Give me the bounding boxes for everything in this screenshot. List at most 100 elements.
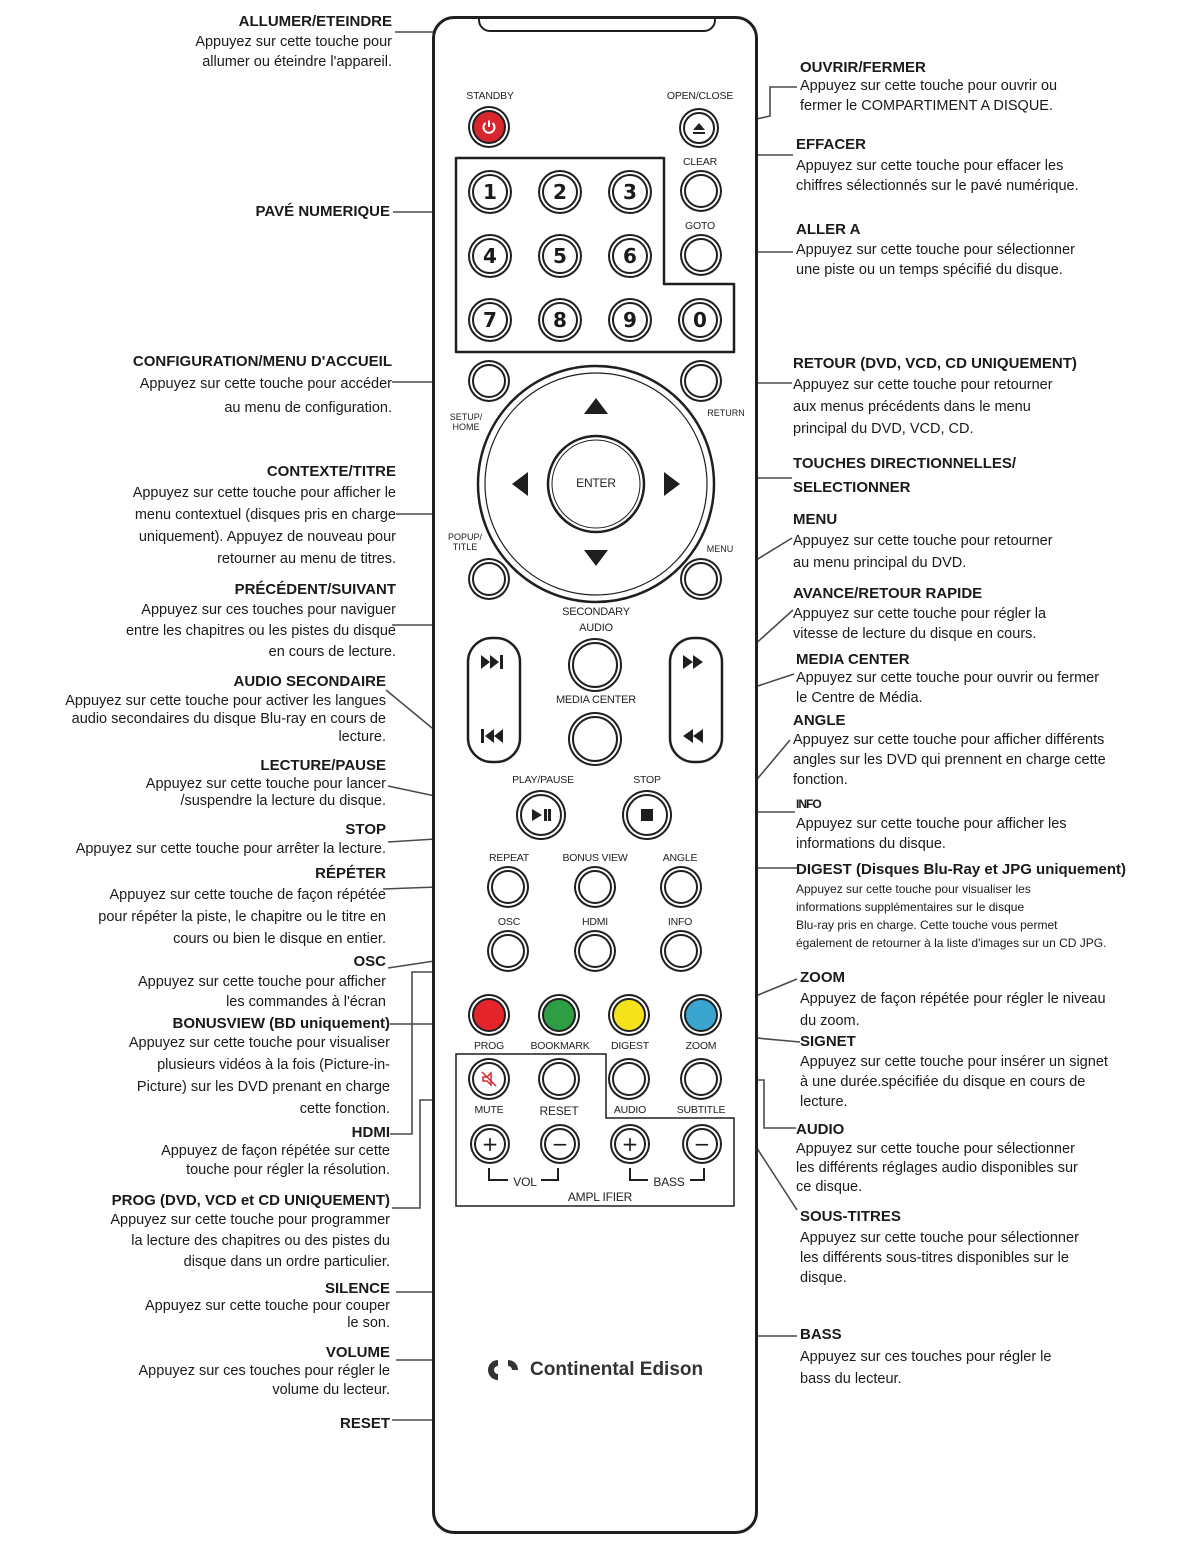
digit-2-button[interactable]: 2 [542, 174, 578, 210]
digest-label: DIGEST [611, 1040, 649, 1052]
annotation-clear: EFFACER Appuyez sur cette touche pour ef… [796, 134, 1166, 196]
annotation-play-pause: LECTURE/PAUSE Appuyez sur cette touche p… [80, 756, 386, 810]
annotation-prev-next: PRÉCÉDENT/SUIVANT Appuyez sur ces touche… [60, 580, 396, 663]
annotation-desc: Appuyez sur cette touche pour ouvrir ou … [800, 78, 1058, 114]
annotation-title: RESET [339, 1415, 390, 1432]
digit-7-button[interactable]: 7 [472, 302, 508, 338]
angle-button[interactable] [664, 870, 698, 904]
digit-9-button[interactable]: 9 [612, 302, 648, 338]
annotation-title: MENU [793, 511, 838, 528]
bass-label: BASS [653, 1175, 685, 1189]
annotation-open-close: OUVRIR/FERMER Appuyez sur cette touche p… [800, 60, 1150, 116]
digit-4-button[interactable]: 4 [472, 238, 508, 274]
play-pause-icon [532, 809, 551, 821]
mute-label: MUTE [474, 1104, 504, 1116]
annotation-title: RÉPÉTER [315, 865, 386, 882]
audio-button[interactable] [612, 1062, 646, 1096]
annotation-return: RETOUR (DVD, VCD, CD UNIQUEMENT) Appuyez… [793, 354, 1167, 440]
annotation-title: TOUCHES DIRECTIONNELLES/ SELECTIONNER [793, 455, 1017, 496]
bonus-view-button[interactable] [578, 870, 612, 904]
amplifier-label: AMPL IFIER [567, 1190, 633, 1204]
annotation-title: CONFIGURATION/MENU D'ACCUEIL [132, 353, 392, 370]
rewind-button[interactable] [670, 700, 722, 762]
play-pause-button[interactable] [520, 794, 562, 836]
info-label: INFO [667, 916, 693, 928]
goto-button[interactable] [684, 238, 718, 272]
fast-forward-button[interactable] [670, 638, 722, 700]
annotation-desc: Appuyez sur cette touche de façon répété… [98, 887, 386, 947]
mute-button[interactable] [472, 1062, 506, 1096]
volume-up-button[interactable]: + [474, 1128, 506, 1160]
subtitle-button[interactable] [684, 1062, 718, 1096]
annotation-reset: RESET [200, 1414, 390, 1434]
zoom-blue-button[interactable] [684, 998, 718, 1032]
annotation-desc: Appuyez sur cette touche pour afficher l… [132, 485, 396, 567]
annotation-prog: PROG (DVD, VCD et CD UNIQUEMENT) Appuyez… [40, 1192, 390, 1273]
bass-down-button[interactable]: − [686, 1128, 718, 1160]
annotation-directional: TOUCHES DIRECTIONNELLES/ SELECTIONNER [793, 452, 1167, 500]
annotation-angle: ANGLE Appuyez sur cette touche pour affi… [793, 712, 1173, 790]
annotation-popup-title: CONTEXTE/TITRE Appuyez sur cette touche … [60, 462, 396, 570]
digit-6-button[interactable]: 6 [612, 238, 648, 274]
reset-button[interactable] [542, 1062, 576, 1096]
annotation-title: CONTEXTE/TITRE [266, 463, 396, 480]
annotation-title: BASS [800, 1326, 842, 1343]
right-arrow-icon [664, 472, 680, 496]
vol-label: VOL [513, 1175, 537, 1189]
annotation-title: PAVÉ NUMERIQUE [255, 203, 390, 220]
enter-label[interactable]: ENTER [576, 476, 616, 490]
setup-home-button[interactable] [472, 364, 506, 398]
media-center-button[interactable] [572, 716, 618, 762]
annotation-title: ALLER A [796, 221, 861, 238]
annotation-desc: Appuyez sur ces touches pour naviguer en… [125, 602, 396, 660]
up-arrow-icon [584, 398, 608, 414]
osc-button[interactable] [491, 934, 525, 968]
fast-forward-icon [683, 655, 703, 669]
digit-5-button[interactable]: 5 [542, 238, 578, 274]
annotation-desc: Appuyez sur ces touches pour régler le b… [800, 1349, 1052, 1387]
hdmi-button[interactable] [578, 934, 612, 968]
standby-label: STANDBY [466, 90, 514, 102]
annotation-title: AUDIO SECONDAIRE [233, 673, 386, 690]
repeat-button[interactable] [491, 870, 525, 904]
standby-button[interactable] [472, 110, 506, 144]
clear-button[interactable] [684, 174, 718, 208]
popup-title-label: POPUP/ TITLE [447, 532, 482, 552]
digit-8-button[interactable]: 8 [542, 302, 578, 338]
annotation-standby: ALLUMER/ETEINDRE Appuyez sur cette touch… [120, 12, 392, 72]
annotation-volume: VOLUME Appuyez sur ces touches pour régl… [80, 1344, 390, 1400]
annotation-title: VOLUME [325, 1344, 390, 1361]
annotation-hdmi: HDMI Appuyez de façon répétée sur cette … [80, 1124, 390, 1180]
next-chapter-button[interactable] [468, 638, 520, 700]
annotation-desc: Appuyez sur cette touche pour visualiser… [796, 882, 1107, 950]
stop-button[interactable] [626, 794, 668, 836]
digest-yellow-button[interactable] [612, 998, 646, 1032]
mute-icon [481, 1071, 497, 1087]
digit-1-button[interactable]: 1 [472, 174, 508, 210]
open-close-button[interactable] [683, 112, 715, 144]
annotation-desc: Appuyez sur cette touche pour retourner … [793, 533, 1053, 571]
return-button[interactable] [684, 364, 718, 398]
info-button[interactable] [664, 934, 698, 968]
annotation-desc: Appuyez sur cette touche pour arrêter la… [75, 841, 386, 857]
menu-button[interactable] [684, 562, 718, 596]
popup-title-button[interactable] [472, 562, 506, 596]
repeat-label: REPEAT [488, 852, 530, 864]
prev-chapter-icon [481, 729, 503, 743]
bookmark-green-button[interactable] [542, 998, 576, 1032]
volume-down-button[interactable]: − [544, 1128, 576, 1160]
prog-red-button[interactable] [472, 998, 506, 1032]
brand-logo: Continental Edison [486, 1356, 703, 1384]
angle-label: ANGLE [662, 852, 698, 864]
annotation-stop: STOP Appuyez sur cette touche pour arrêt… [10, 820, 386, 858]
digit-3-button[interactable]: 3 [612, 174, 648, 210]
prev-chapter-button[interactable] [468, 700, 520, 762]
annotation-title: BONUSVIEW (BD uniquement) [172, 1015, 391, 1032]
annotation-digest: DIGEST (Disques Blu-Ray et JPG uniquemen… [796, 860, 1174, 952]
hdmi-label: HDMI [581, 916, 609, 928]
bass-up-button[interactable]: + [614, 1128, 646, 1160]
annotation-title: SIGNET [800, 1033, 856, 1050]
secondary-audio-button[interactable] [572, 642, 618, 688]
digit-0-button[interactable]: 0 [682, 302, 718, 338]
